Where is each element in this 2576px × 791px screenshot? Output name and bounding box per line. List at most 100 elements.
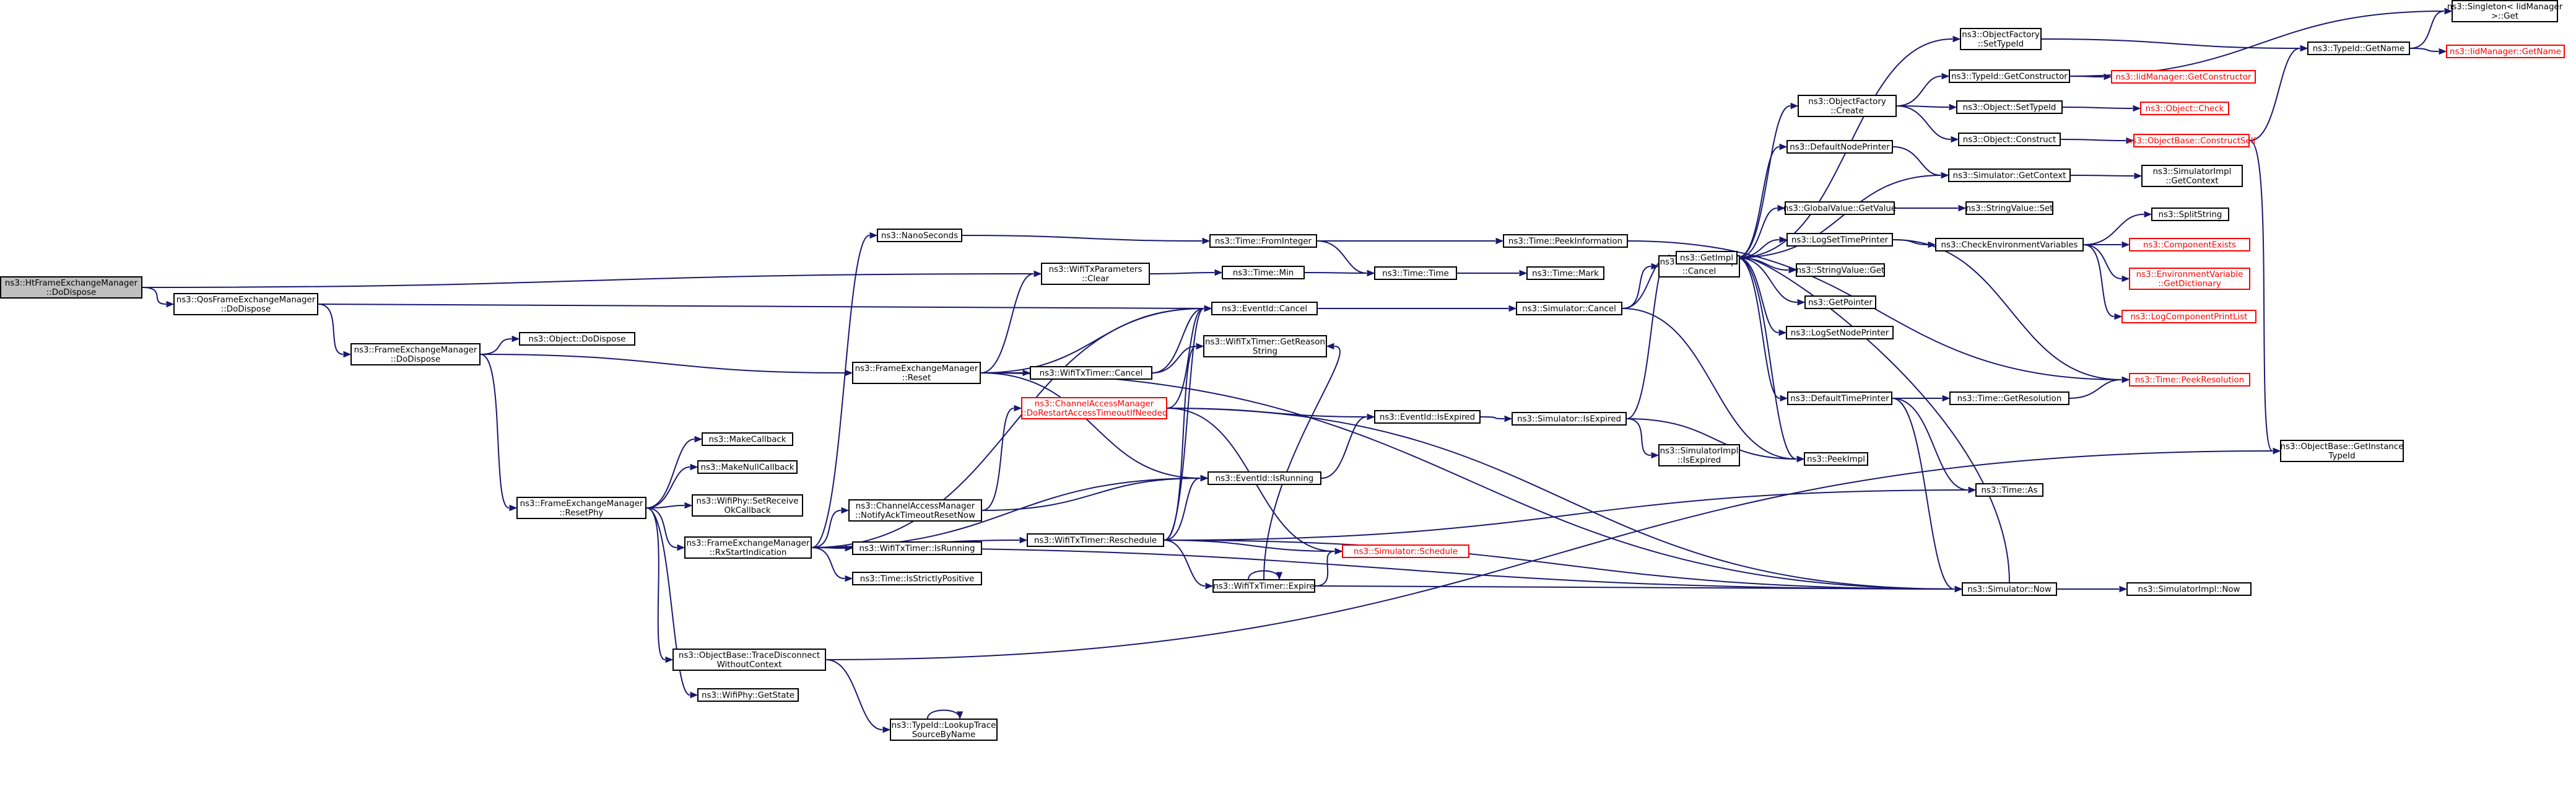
node-sim-getcontext[interactable]: ns3::Simulator::GetContext — [1948, 168, 2071, 182]
node-simimpl-cancel[interactable]: ns3::SimulatorImpl::Cancel — [1658, 255, 1740, 278]
node-fem-rxstart[interactable]: ns3::FrameExchangeManager::RxStartIndica… — [684, 536, 812, 559]
node-eventid-isexpired[interactable]: ns3::EventId::IsExpired — [1374, 410, 1481, 424]
node-txtimer-expire[interactable]: ns3::WifiTxTimer::Expire — [1212, 579, 1315, 593]
node-obj-dodispose[interactable]: ns3::Object::DoDispose — [519, 332, 635, 346]
node-idmanager-getname[interactable]: ns3::IidManager::GetName — [2446, 45, 2565, 58]
node-getimpl[interactable]: ns3::GetImpl — [1676, 251, 1738, 264]
node-logcomponentprintlist[interactable]: ns3::LogComponentPrintList — [2121, 310, 2256, 323]
node-sim-now[interactable]: ns3::Simulator::Now — [1962, 582, 2057, 596]
node-nanoseconds[interactable]: ns3::NanoSeconds — [877, 229, 962, 242]
node-box — [2452, 0, 2558, 22]
node-box — [2129, 373, 2250, 387]
arrow-head-icon — [166, 300, 175, 308]
node-box — [852, 572, 982, 585]
node-tracedisconnect[interactable]: ns3::ObjectBase::TraceDisconnectWithoutC… — [672, 649, 826, 671]
node-fem-dodispose[interactable]: ns3::FrameExchangeManager::DoDispose — [350, 343, 481, 365]
node-getpointer[interactable]: ns3::GetPointer — [1804, 295, 1876, 309]
node-objfactory-settypeid[interactable]: ns3::ObjectFactory::SetTypeId — [1960, 28, 2042, 50]
node-label: ::Cancel — [1682, 267, 1716, 276]
node-box — [1021, 397, 1167, 419]
node-box — [1041, 263, 1150, 285]
call-edge — [1892, 146, 1941, 176]
node-object-check[interactable]: ns3::Object::Check — [2140, 102, 2229, 115]
node-box — [1787, 391, 1892, 405]
node-label: ns3::TypeId::GetConstructor — [1951, 72, 2068, 82]
node-logsetnodeprinter[interactable]: ns3::LogSetNodePrinter — [1786, 326, 1894, 339]
call-edge — [980, 372, 1955, 590]
node-fem-resetphy[interactable]: ns3::FrameExchangeManager::ResetPhy — [516, 497, 646, 519]
node-time-as[interactable]: ns3::Time::As — [1975, 483, 2043, 497]
arrow-head-icon — [1949, 103, 1957, 111]
node-objfactory-create[interactable]: ns3::ObjectFactory::Create — [1798, 95, 1897, 117]
node-componentexists[interactable]: ns3::ComponentExists — [2129, 238, 2250, 251]
arrow-head-icon — [1214, 269, 1223, 276]
node-checkenvvars[interactable]: ns3::CheckEnvironmentVariables — [1935, 238, 2084, 251]
node-makenullcallback[interactable]: ns3::MakeNullCallback — [697, 460, 798, 474]
node-object-construct[interactable]: ns3::Object::Construct — [1958, 133, 2061, 146]
call-edge — [1263, 346, 1341, 580]
node-globalvalue-getvalue[interactable]: ns3::GlobalValue::GetValue — [1783, 201, 1896, 215]
node-sim-isexpired[interactable]: ns3::Simulator::IsExpired — [1512, 412, 1627, 426]
node-time-mark[interactable]: ns3::Time::Mark — [1526, 266, 1604, 280]
arrow-head-icon — [1788, 266, 1797, 274]
node-typeid-getname[interactable]: ns3::TypeId::GetName — [2307, 42, 2410, 55]
node-label: ns3::WifiTxTimer::Expire — [1213, 582, 1314, 592]
node-txtimer-cancel[interactable]: ns3::WifiTxTimer::Cancel — [1030, 366, 1152, 380]
node-box — [1374, 266, 1457, 280]
call-edge — [1149, 272, 1215, 274]
node-makecallback[interactable]: ns3::MakeCallback — [702, 432, 793, 446]
node-time-min[interactable]: ns3::Time::Min — [1222, 266, 1305, 279]
node-txtimer-reschedule[interactable]: ns3::WifiTxTimer::Reschedule — [1027, 533, 1164, 547]
node-qos-dodispose[interactable]: ns3::QosFrameExchangeManager::DoDispose — [173, 293, 318, 315]
node-objbase-constructself[interactable]: ns3::ObjectBase::ConstructSelf — [2127, 134, 2256, 147]
node-cam-notifyack[interactable]: ns3::ChannelAccessManager::NotifyAckTime… — [848, 499, 982, 522]
node-txparams-clear[interactable]: ns3::WifiTxParameters::Clear — [1041, 263, 1150, 285]
node-envvar-getdict[interactable]: ns3::EnvironmentVariable::GetDictionary — [2129, 268, 2250, 290]
node-label: ns3::EventId::Cancel — [1222, 305, 1307, 314]
node-eventid-isrunning[interactable]: ns3::EventId::IsRunning — [1208, 471, 1321, 485]
call-edge — [318, 304, 1204, 309]
node-ht-dodispose[interactable]: ns3::HtFrameExchangeManager::DoDispose — [0, 276, 142, 299]
call-edge — [2083, 214, 2144, 245]
node-wifiphy-getstate[interactable]: ns3::WifiPhy::GetState — [697, 688, 799, 702]
node-cam-dorestart[interactable]: ns3::ChannelAccessManager::DoRestartAcce… — [1021, 397, 1168, 419]
node-fem-reset[interactable]: ns3::FrameExchangeManager::Reset — [852, 362, 981, 384]
arrow-head-icon — [2121, 376, 2130, 383]
node-simimpl-isexpired[interactable]: ns3::SimulatorImpl::IsExpired — [1658, 444, 1740, 466]
node-time-getresolution[interactable]: ns3::Time::GetResolution — [1949, 391, 2069, 405]
node-defaulttimeprinter[interactable]: ns3::DefaultTimePrinter — [1787, 391, 1892, 405]
node-sim-cancel[interactable]: ns3::Simulator::Cancel — [1516, 302, 1622, 315]
node-box — [516, 497, 646, 519]
node-time-isstrictlypositive[interactable]: ns3::Time::IsStrictlyPositive — [852, 572, 982, 585]
node-splitstring[interactable]: ns3::SplitString — [2151, 208, 2229, 221]
node-eventid-cancel[interactable]: ns3::EventId::Cancel — [1211, 302, 1318, 315]
arrow-head-icon — [845, 369, 853, 377]
node-singleton-get[interactable]: ns3::Singleton< IidManager >::Get — [2447, 0, 2563, 22]
node-time-time[interactable]: ns3::Time::Time — [1374, 266, 1457, 280]
node-label: ns3::IidManager::GetName — [2450, 48, 2561, 57]
node-simimpl-getcontext[interactable]: ns3::SimulatorImpl::GetContext — [2141, 165, 2243, 187]
node-stringvalue-set[interactable]: ns3::StringValue::Set — [1965, 201, 2053, 215]
node-time-peekresolution[interactable]: ns3::Time::PeekResolution — [2129, 373, 2250, 387]
node-peekimpl[interactable]: ns3::PeekImpl — [1804, 452, 1868, 466]
arrow-head-icon — [1942, 395, 1951, 402]
node-txtimer-isrunning[interactable]: ns3::WifiTxTimer::IsRunning — [852, 541, 982, 555]
arrow-head-icon — [1651, 452, 1660, 459]
node-idmanager-getconstructor[interactable]: ns3::IidManager::GetConstructor — [2111, 70, 2256, 84]
node-simimpl-now[interactable]: ns3::SimulatorImpl::Now — [2126, 582, 2252, 596]
node-stringvalue-get[interactable]: ns3::StringValue::Get — [1796, 263, 1885, 277]
node-box — [1804, 295, 1876, 309]
node-defaultnodeprinter[interactable]: ns3::DefaultNodePrinter — [1786, 140, 1893, 154]
node-object-settypeid[interactable]: ns3::Object::SetTypeId — [1956, 100, 2063, 114]
node-sim-schedule[interactable]: ns3::Simulator::Schedule — [1342, 544, 1469, 558]
call-edge — [811, 547, 1955, 590]
arrow-head-icon — [1495, 237, 1504, 245]
node-time-frominteger[interactable]: ns3::Time::FromInteger — [1209, 234, 1317, 248]
node-logsettimeprinter[interactable]: ns3::LogSetTimePrinter — [1786, 233, 1893, 247]
node-time-peekinfo[interactable]: ns3::Time::PeekInformation — [1503, 234, 1628, 248]
node-typeid-getconstructor[interactable]: ns3::TypeId::GetConstructor — [1949, 69, 2070, 83]
